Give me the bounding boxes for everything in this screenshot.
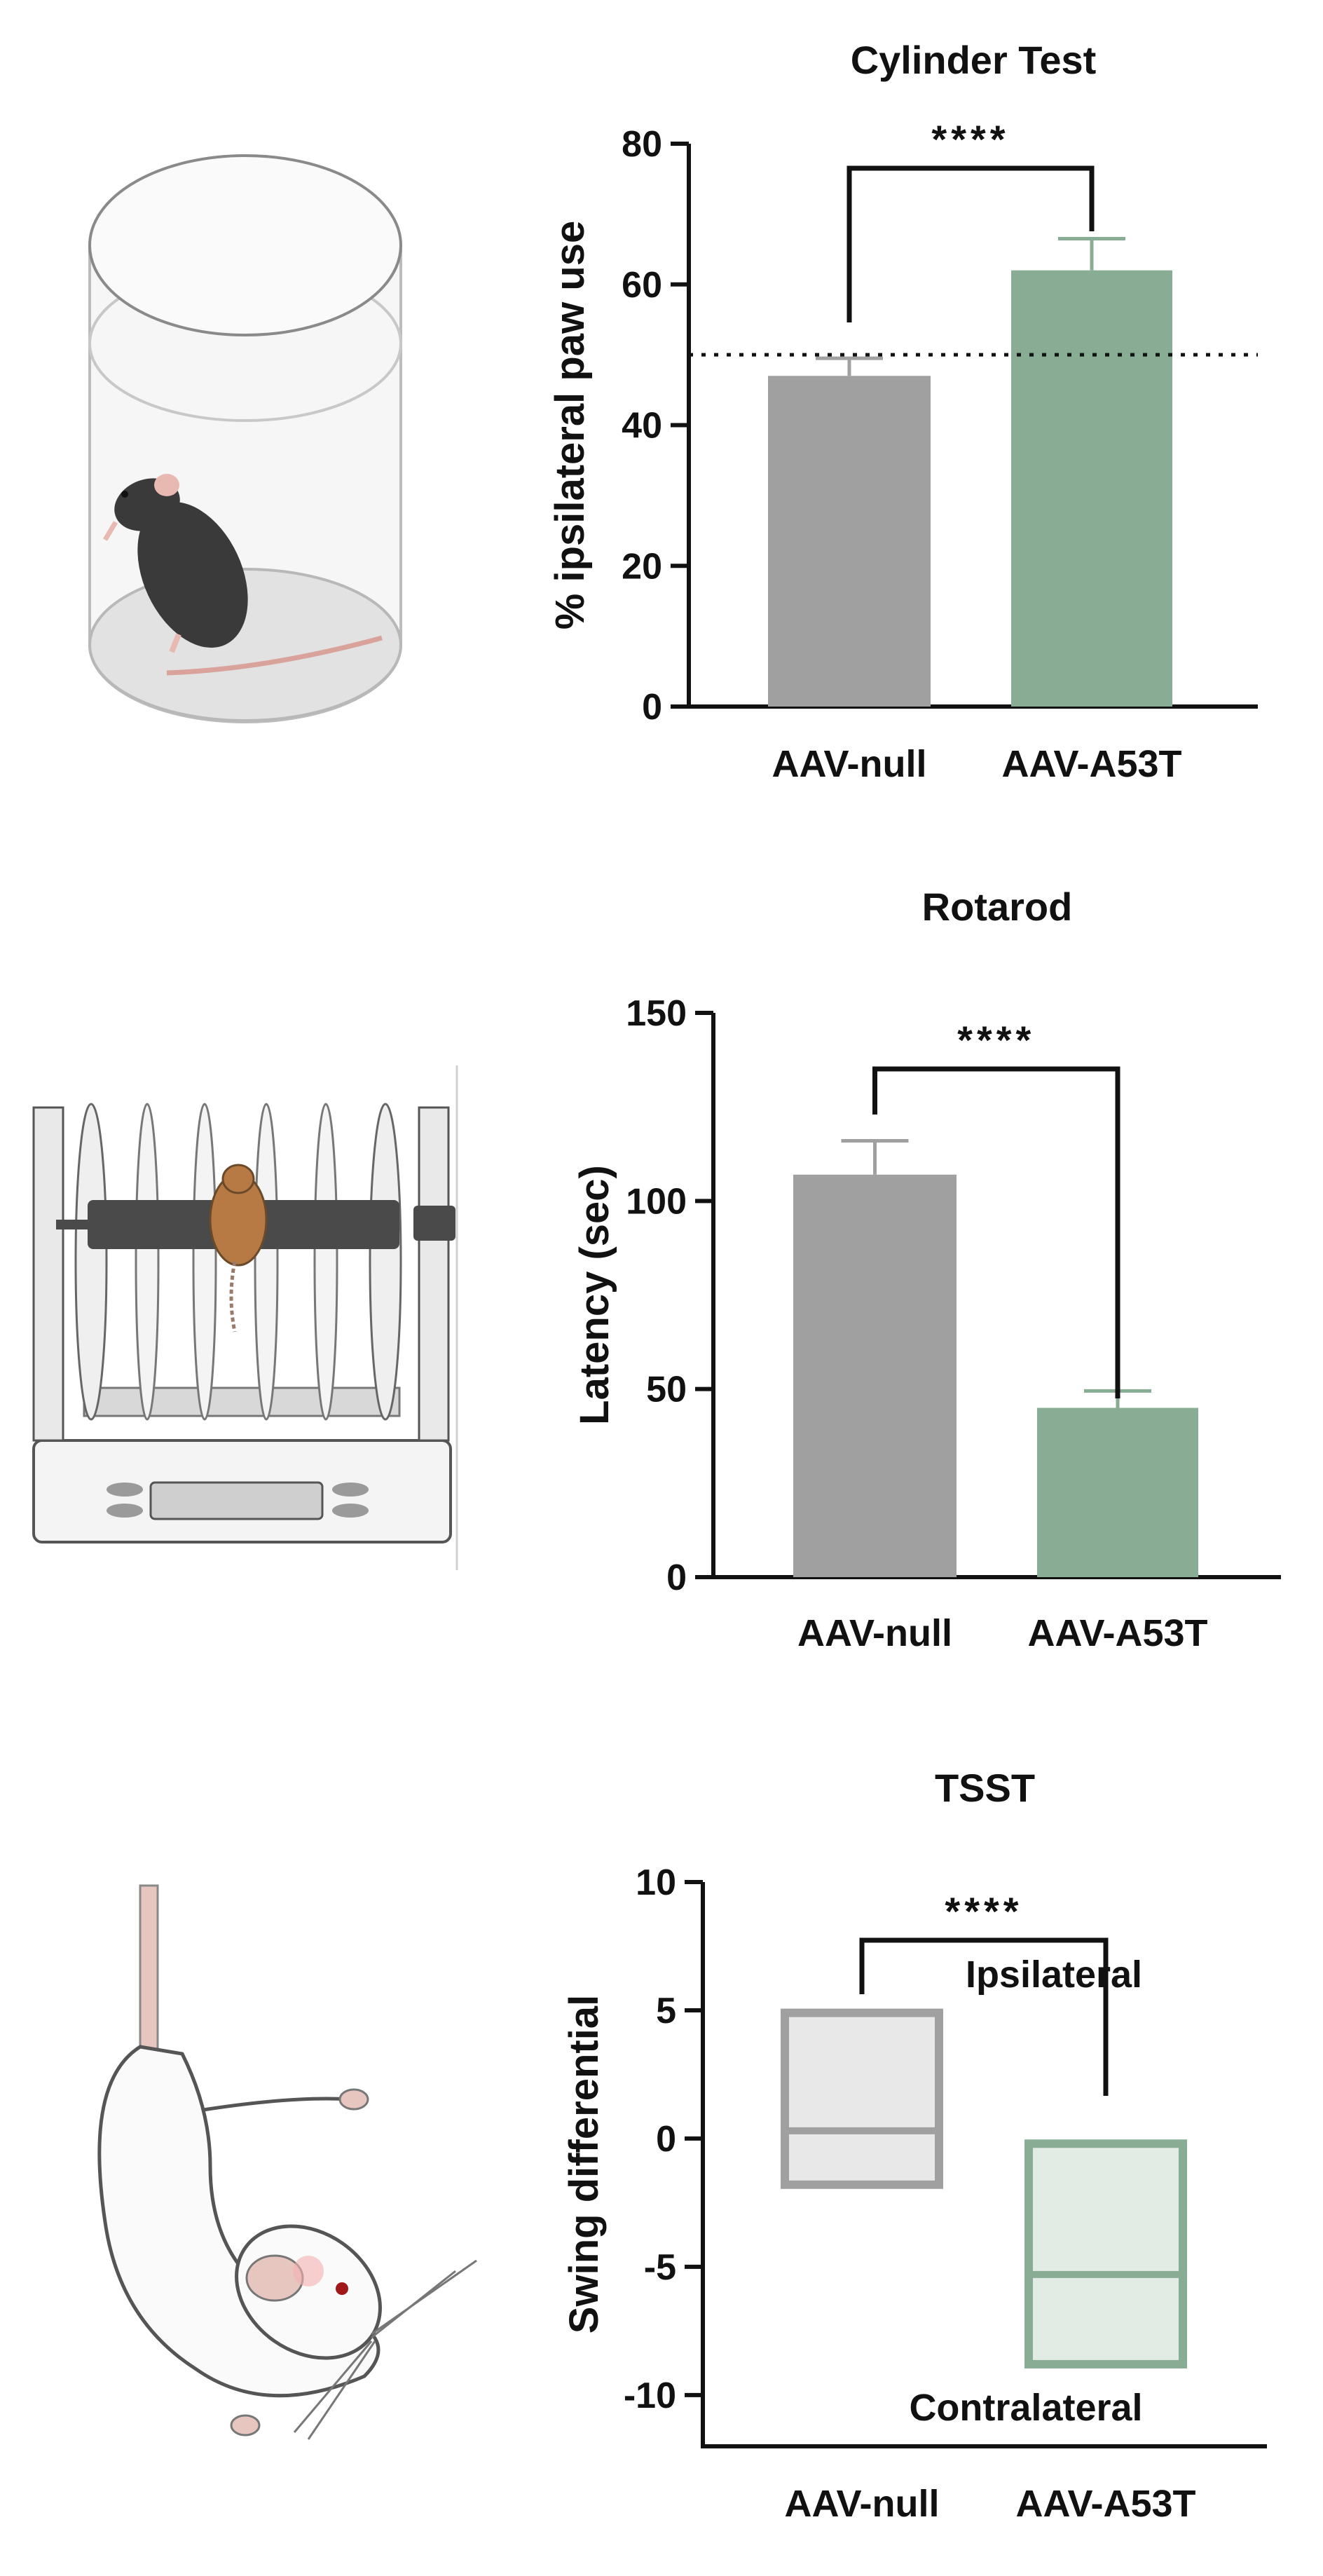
mouse-icon	[209, 1164, 268, 1333]
y-axis-label: Swing differential	[561, 1995, 607, 2333]
significance-label: ****	[957, 1018, 1035, 1062]
y-tick-label: 150	[626, 993, 687, 1034]
chart-title: Cylinder Test	[851, 38, 1097, 82]
x-category-label: AAV-A53T	[1001, 743, 1181, 785]
bar	[793, 1174, 957, 1577]
y-tick-label: -5	[644, 2247, 676, 2288]
y-tick-label: 0	[666, 1558, 687, 1598]
y-axis-label: Latency (sec)	[572, 1165, 617, 1425]
x-category-label: AAV-A53T	[1015, 2483, 1195, 2525]
mouse-icon	[102, 474, 383, 676]
significance-bracket	[846, 165, 1095, 322]
x-category-label: AAV-null	[785, 2483, 940, 2525]
box	[1024, 2139, 1187, 2369]
x-category-label: AAV-null	[797, 1612, 952, 1654]
bar	[1011, 270, 1172, 707]
y-tick-label: 0	[656, 2119, 676, 2160]
significance-bracket	[859, 1937, 1109, 2096]
y-tick-label: 40	[622, 406, 662, 447]
x-category-label: AAV-null	[772, 743, 927, 785]
bar	[1037, 1408, 1198, 1577]
y-tick-label: 100	[626, 1181, 687, 1222]
bar	[768, 376, 931, 707]
y-tick-label: 5	[656, 1991, 676, 2031]
y-axis-label: % ipsilateral paw use	[547, 221, 593, 629]
annotation-bottom: Contralateral	[909, 2387, 1142, 2429]
y-tick-label: 20	[622, 546, 662, 587]
y-tick-label: 50	[646, 1370, 687, 1410]
chart-title: TSST	[935, 1766, 1035, 1810]
suspended-mouse-illustration	[97, 1884, 477, 2440]
cylinder-test-panel: Cylinder Test 0 20 40 60 80 % ipsilateral paw …	[0, 0, 1323, 841]
y-tick-label: 60	[622, 265, 662, 306]
cylinder-mouse-illustration	[88, 154, 402, 723]
y-tick-label: -10	[624, 2376, 676, 2416]
y-tick-label: 10	[636, 1862, 676, 1903]
significance-label: ****	[945, 1889, 1022, 1933]
annotation-top: Ipsilateral	[966, 1954, 1142, 1996]
cylinder-test-chart: Cylinder Test 0 20 40 60 80 % ipsilateral paw …	[547, 38, 1258, 785]
significance-bracket	[872, 1066, 1120, 1398]
y-tick-label: 80	[622, 124, 662, 165]
box	[781, 2008, 943, 2189]
rotarod-apparatus-illustration	[32, 1065, 458, 1570]
significance-label: ****	[931, 117, 1009, 161]
x-category-label: AAV-A53T	[1027, 1612, 1207, 1654]
y-tick-label: 0	[642, 687, 662, 728]
chart-title: Rotarod	[922, 885, 1073, 929]
